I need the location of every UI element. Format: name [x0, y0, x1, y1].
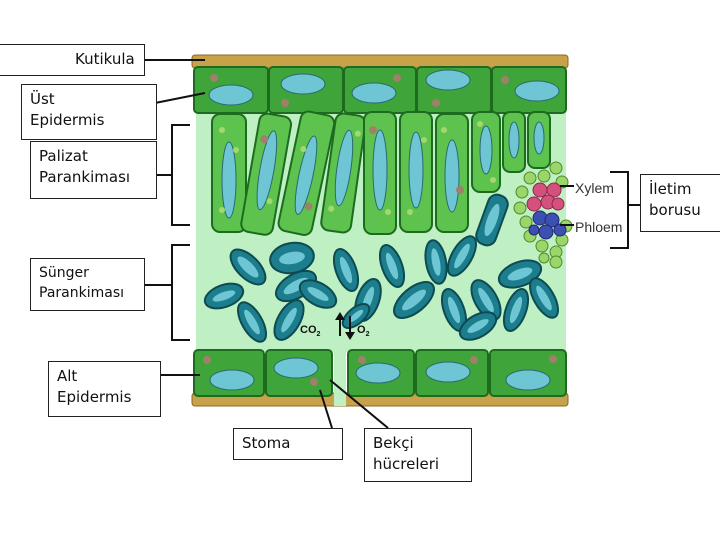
label-alt-epidermis: Alt Epidermis [48, 361, 161, 417]
gas-exchange-arrows [335, 312, 355, 340]
label-stoma: Stoma [233, 428, 343, 460]
o2-label: O2 [357, 324, 370, 338]
phloem-label: Phloem [575, 219, 622, 235]
lower-epidermis-cells [193, 349, 567, 397]
pointer-lines [145, 59, 640, 429]
label-ust-epidermis: Üst Epidermis [21, 84, 157, 140]
spongy-cells [203, 235, 559, 343]
label-kutikula: Kutikula [0, 44, 145, 76]
label-palizat-parankimasi: Palizat Parankiması [30, 141, 157, 199]
upper-epidermis-cells [193, 66, 567, 114]
vascular-bundle [513, 161, 573, 269]
co2-label: CO2 [300, 324, 321, 338]
label-iletim-borusu: İletim borusu [640, 174, 720, 232]
phloem-cells [528, 210, 567, 240]
xylem-label: Xylem [575, 180, 614, 196]
palisade-cells [211, 110, 551, 247]
stoma-opening [334, 350, 346, 406]
label-bekci-hucreleri: Bekçi hücreleri [364, 428, 472, 482]
label-sunger-parankimasi: Sünger Parankiması [30, 258, 145, 311]
xylem-cells [526, 182, 565, 212]
